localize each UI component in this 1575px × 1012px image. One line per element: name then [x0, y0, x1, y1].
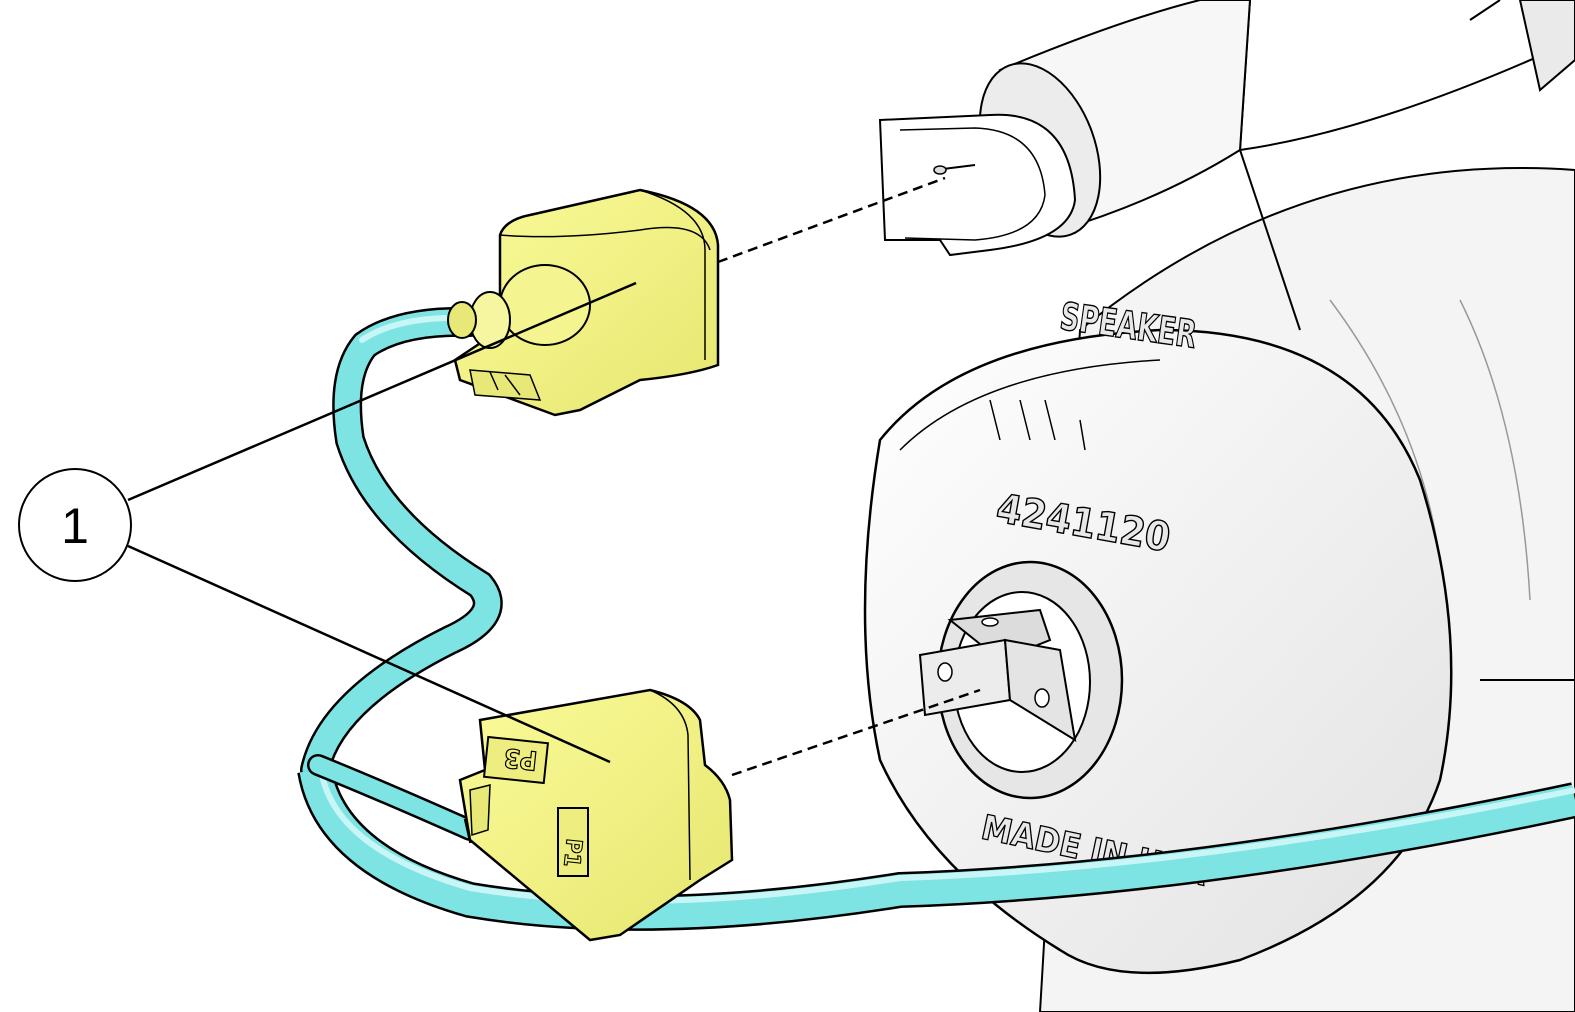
- alignment-line-lower: [731, 688, 981, 777]
- lower-connector: [458, 688, 734, 942]
- callout-number: 1: [61, 498, 89, 554]
- leader-line-lower: [127, 544, 611, 764]
- leader-line-upper: [127, 281, 637, 502]
- connector-tag-p3: P3: [502, 742, 538, 775]
- upper-connector: [447, 188, 720, 417]
- callout-bubble: 1: [18, 468, 132, 582]
- alignment-line-upper: [717, 176, 946, 264]
- cable-harness: [297, 306, 1575, 931]
- connector-tag-p1: P1: [558, 837, 586, 868]
- speaker-housing: [863, 0, 1575, 1012]
